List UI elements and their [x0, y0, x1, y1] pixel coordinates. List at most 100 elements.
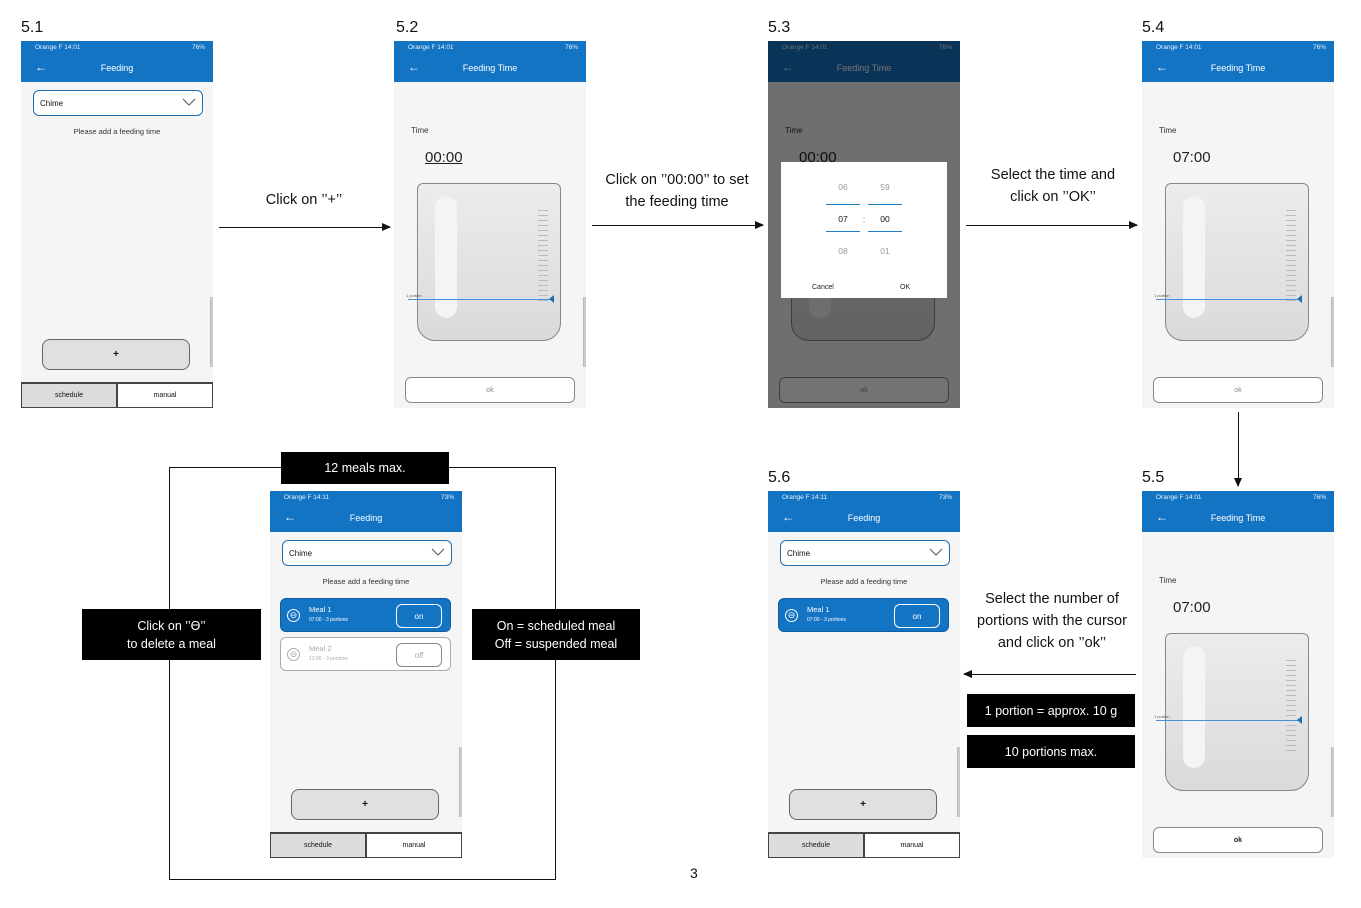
scroll-handle[interactable]: [1331, 747, 1334, 817]
status-bar: Orange F 14:11 73%: [768, 491, 960, 504]
portion-cursor-icon[interactable]: [1297, 295, 1302, 303]
instruction-line: Select the number of: [985, 591, 1119, 607]
scroll-handle[interactable]: [957, 747, 960, 817]
screen-meal-list: Orange F 14:11 73% ← Feeding Chime Pleas…: [270, 491, 462, 858]
empty-hint: Please add a feeding time: [73, 127, 161, 136]
status-bar: Orange F 14:01 76%: [1142, 41, 1334, 54]
note-delete-meal: Click on ’’ϴ’’ to delete a meal: [82, 609, 261, 660]
time-value[interactable]: 07:00: [1173, 599, 1211, 616]
note-line: to delete a meal: [127, 636, 216, 651]
scroll-handle[interactable]: [210, 297, 213, 367]
arrow-right: [966, 221, 1138, 229]
instruction-line: Click on ’’00:00’’ to set: [605, 172, 749, 188]
back-arrow-icon[interactable]: ←: [1156, 510, 1168, 524]
add-feeding-button[interactable]: +: [42, 339, 190, 370]
status-bar: Orange F 14:01 76%: [394, 41, 586, 54]
step-number-5-6: 5.6: [768, 469, 791, 486]
note-max-meals: 12 meals max.: [281, 452, 449, 484]
select-value: Chime: [40, 98, 64, 108]
arrow-left: [963, 670, 1136, 678]
app-bar: ← Feeding Time: [1142, 504, 1334, 532]
tab-schedule[interactable]: schedule: [270, 833, 366, 858]
status-bar: Orange F 14:01 76%: [21, 41, 213, 54]
portion-cursor-icon[interactable]: [1297, 716, 1302, 724]
minute-selection-line: [868, 231, 902, 232]
bottom-tabs: schedule manual: [270, 832, 462, 858]
meal-toggle[interactable]: on: [396, 604, 442, 628]
page-title: Feeding Time: [1210, 513, 1266, 523]
note-line: Off = suspended meal: [494, 636, 618, 651]
ok-button[interactable]: ok: [1153, 377, 1323, 403]
instruction-line: Select the time and: [990, 167, 1116, 183]
meal-toggle[interactable]: off: [396, 643, 442, 667]
page-title: Feeding Time: [462, 63, 518, 73]
portion-tube: [1183, 646, 1205, 768]
step-number-5-3: 5.3: [768, 19, 791, 36]
minute-next[interactable]: 01: [880, 246, 890, 256]
hour-next[interactable]: 08: [838, 246, 848, 256]
instruction-select-portions: Select the number of portions with the c…: [961, 588, 1143, 654]
add-feeding-button[interactable]: +: [291, 789, 439, 820]
tab-manual[interactable]: manual: [117, 383, 213, 408]
arrow-head-icon: [963, 670, 972, 678]
back-arrow-icon[interactable]: ←: [408, 60, 420, 74]
arrow-right: [592, 221, 764, 229]
hour-selected[interactable]: 07: [838, 214, 848, 224]
portion-bowl: 1 portion: [406, 183, 561, 341]
back-arrow-icon[interactable]: ←: [1156, 60, 1168, 74]
portion-scale: [1286, 210, 1296, 302]
time-value[interactable]: 00:00: [425, 149, 463, 166]
back-arrow-icon[interactable]: ←: [35, 60, 47, 74]
minute-prev[interactable]: 59: [880, 182, 890, 192]
meal-toggle[interactable]: on: [894, 604, 940, 628]
bottom-tabs: schedule manual: [21, 382, 213, 408]
add-feeding-button[interactable]: +: [789, 789, 937, 820]
delete-meal-icon[interactable]: ⊖: [785, 609, 798, 622]
portion-bowl: 1 portion: [1154, 633, 1309, 791]
app-bar: ← Feeding: [270, 504, 462, 532]
ok-button[interactable]: ok: [1153, 827, 1323, 853]
time-label: Time: [411, 126, 429, 135]
meal-row-1[interactable]: ⊖ Meal 1 07:00 - 3 portions on: [280, 598, 451, 632]
arrow-down: [1234, 412, 1242, 487]
page-title: Feeding: [100, 63, 134, 73]
back-arrow-icon[interactable]: ←: [284, 510, 296, 524]
note-portion-weight: 1 portion = approx. 10 g: [967, 694, 1135, 727]
delete-meal-icon[interactable]: ⊖: [287, 648, 300, 661]
portion-cursor-line[interactable]: [1156, 720, 1298, 721]
hour-selection-line: [826, 204, 860, 205]
scroll-handle[interactable]: [583, 297, 586, 367]
sound-select[interactable]: Chime: [33, 90, 203, 116]
portion-tube: [1183, 196, 1205, 318]
select-value: Chime: [289, 548, 313, 558]
meal-row-2[interactable]: ⊖ Meal 2 12:00 - 3 portions off: [280, 637, 451, 671]
sound-select[interactable]: Chime: [780, 540, 950, 566]
tab-schedule[interactable]: schedule: [768, 833, 864, 858]
dialog-ok-button[interactable]: OK: [900, 284, 911, 291]
portion-cursor-icon[interactable]: [549, 295, 554, 303]
time-value[interactable]: 07:00: [1173, 149, 1211, 166]
meal-name: Meal 1: [309, 605, 332, 614]
hour-prev[interactable]: 06: [838, 182, 848, 192]
empty-hint: Please add a feeding time: [322, 577, 410, 586]
cancel-button[interactable]: Cancel: [812, 284, 834, 291]
arrow-right: [219, 223, 391, 231]
page-title: Feeding Time: [1210, 63, 1266, 73]
meal-row-1[interactable]: ⊖ Meal 1 07:00 - 3 portions on: [778, 598, 949, 632]
scroll-handle[interactable]: [459, 747, 462, 817]
tab-manual[interactable]: manual: [366, 833, 462, 858]
delete-meal-icon[interactable]: ⊖: [287, 609, 300, 622]
page-title: Feeding: [349, 513, 383, 523]
portion-cursor-line[interactable]: [1156, 299, 1298, 300]
portion-tube: [435, 196, 457, 318]
ok-button[interactable]: ok: [405, 377, 575, 403]
instruction-click-plus: Click on ’’+’’: [265, 192, 343, 208]
tab-manual[interactable]: manual: [864, 833, 960, 858]
back-arrow-icon[interactable]: ←: [782, 510, 794, 524]
empty-hint: Please add a feeding time: [820, 577, 908, 586]
sound-select[interactable]: Chime: [282, 540, 452, 566]
portion-cursor-line[interactable]: [408, 299, 550, 300]
tab-schedule[interactable]: schedule: [21, 383, 117, 408]
scroll-handle[interactable]: [1331, 297, 1334, 367]
minute-selected[interactable]: 00: [880, 214, 890, 224]
